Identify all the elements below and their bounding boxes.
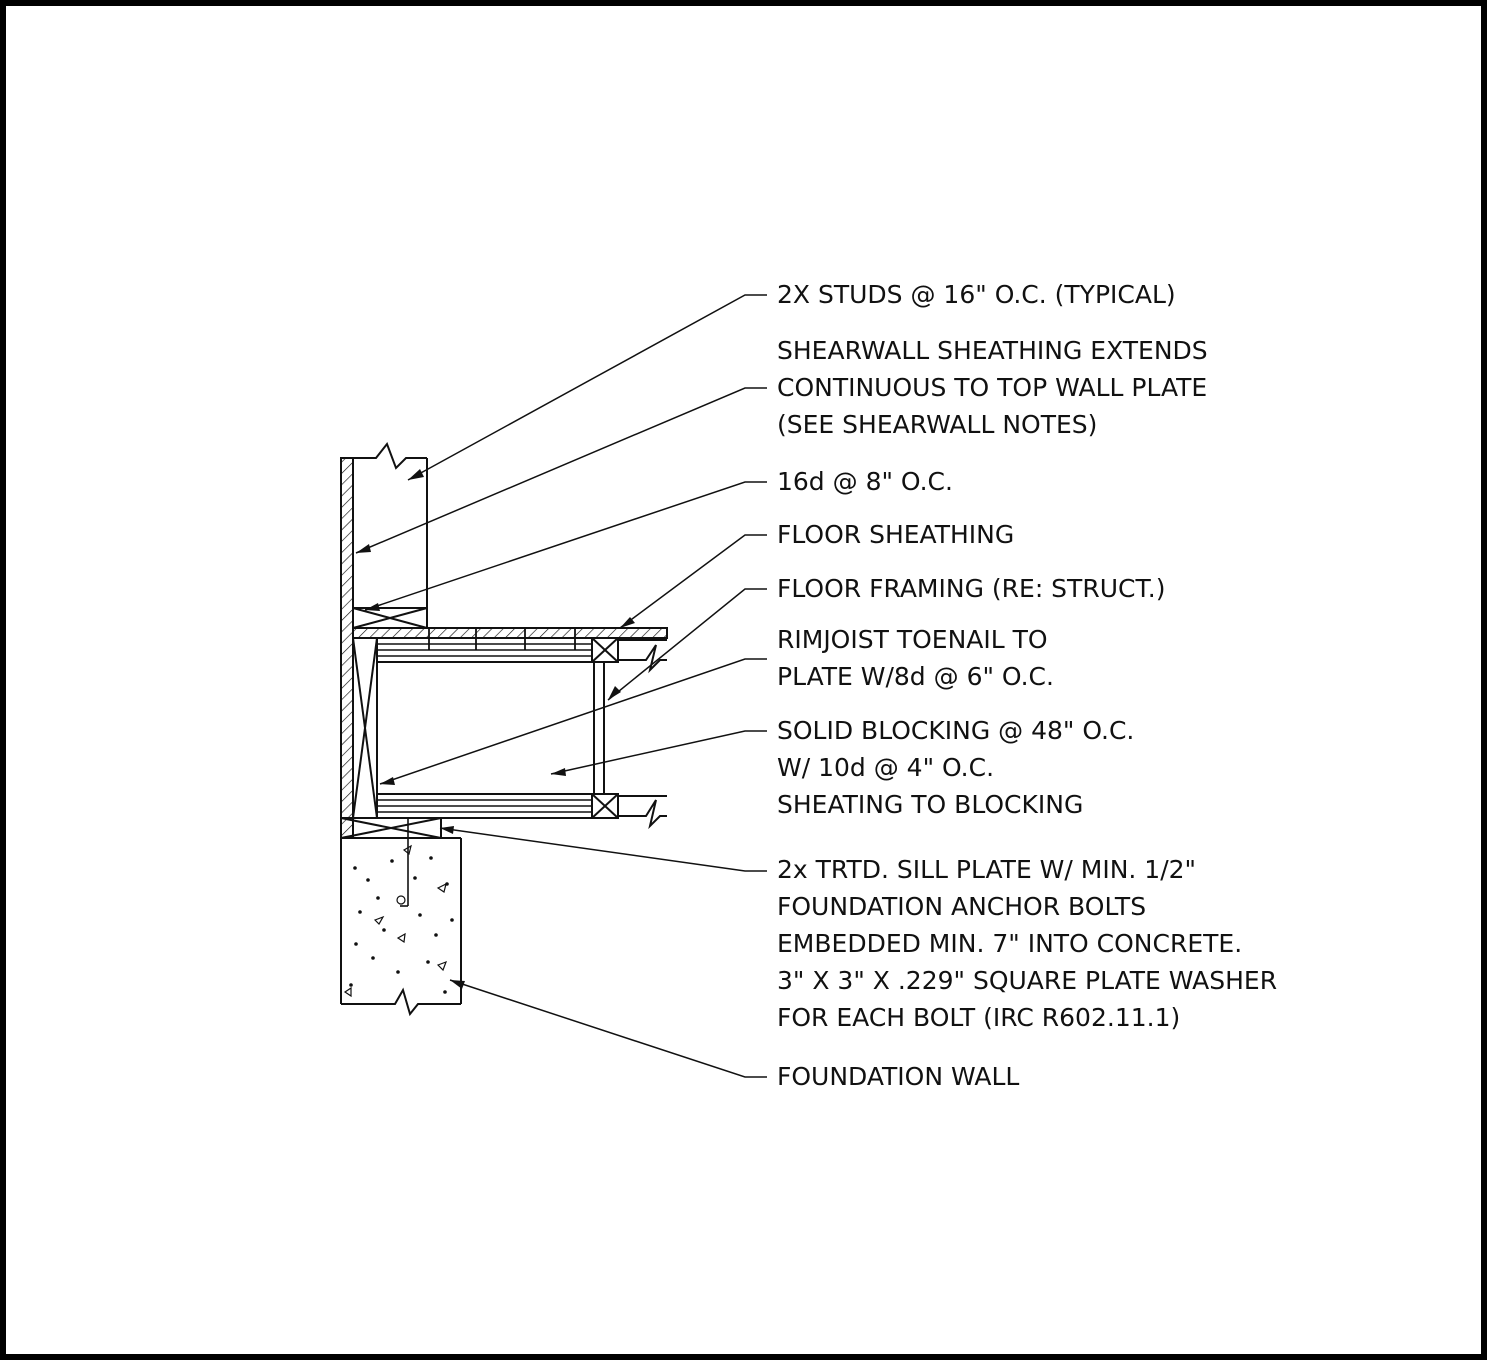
leader-rimjoist <box>379 658 767 785</box>
leader-floor-sheathing <box>619 534 767 629</box>
upper-break-line <box>353 441 427 470</box>
note-foundation-line: FOUNDATION WALL <box>777 1062 1020 1091</box>
leader-lines <box>355 294 767 1078</box>
note-shearwall: SHEARWALL SHEATHING EXTENDS CONTINUOUS T… <box>777 332 1208 443</box>
note-shearwall-line: (SEE SHEARWALL NOTES) <box>777 410 1098 439</box>
concrete-stipple <box>343 844 454 998</box>
note-sill-line: EMBEDDED MIN. 7" INTO CONCRETE. <box>777 929 1243 958</box>
floor-break-lines <box>618 639 667 830</box>
note-floor-framing: FLOOR FRAMING (RE: STRUCT.) <box>777 570 1165 607</box>
wall-bottom-plate <box>352 607 428 629</box>
leader-blocking <box>550 730 767 775</box>
note-sill-plate: 2x TRTD. SILL PLATE W/ MIN. 1/2" FOUNDAT… <box>777 851 1277 1036</box>
note-sill-line: 2x TRTD. SILL PLATE W/ MIN. 1/2" <box>777 855 1197 884</box>
note-sill-line: 3" X 3" X .229" SQUARE PLATE WASHER <box>777 966 1278 995</box>
leader-foundation <box>449 979 767 1078</box>
note-blocking-line: SOLID BLOCKING @ 48" O.C. <box>777 716 1135 745</box>
note-blocking-line: SHEATING TO BLOCKING <box>777 790 1084 819</box>
note-studs-line: 2X STUDS @ 16" O.C. (TYPICAL) <box>777 280 1176 309</box>
note-floor-sheathing-line: FLOOR SHEATHING <box>777 520 1015 549</box>
leader-floor-framing <box>607 588 767 701</box>
leader-sill <box>439 827 767 872</box>
joist-end-blocks <box>591 637 619 819</box>
wall-sheathing <box>340 457 354 839</box>
bottom-flange <box>376 793 593 819</box>
note-foundation-wall: FOUNDATION WALL <box>777 1058 1019 1095</box>
note-blocking: SOLID BLOCKING @ 48" O.C. W/ 10d @ 4" O.… <box>777 712 1134 823</box>
leader-arrowheads <box>356 469 635 989</box>
leader-16d <box>364 481 767 611</box>
rim-joist <box>352 637 378 819</box>
note-floor-sheathing: FLOOR SHEATHING <box>777 516 1014 553</box>
top-flange <box>376 637 593 663</box>
note-rimjoist-line: PLATE W/8d @ 6" O.C. <box>777 662 1054 691</box>
note-blocking-line: W/ 10d @ 4" O.C. <box>777 753 995 782</box>
note-16d-nails: 16d @ 8" O.C. <box>777 463 953 500</box>
foundation-break-line <box>341 987 461 1017</box>
note-sill-line: FOR EACH BOLT (IRC R602.11.1) <box>777 1003 1181 1032</box>
leader-studs <box>407 294 767 481</box>
note-shearwall-line: CONTINUOUS TO TOP WALL PLATE <box>777 373 1208 402</box>
floor-sheathing <box>352 627 668 639</box>
note-rimjoist: RIMJOIST TOENAIL TO PLATE W/8d @ 6" O.C. <box>777 621 1054 695</box>
note-sill-line: FOUNDATION ANCHOR BOLTS <box>777 892 1147 921</box>
anchor-bolt <box>400 818 409 907</box>
note-studs: 2X STUDS @ 16" O.C. (TYPICAL) <box>777 276 1176 313</box>
upper-stud <box>352 441 428 608</box>
sill-plate <box>340 817 442 839</box>
note-floor-framing-line: FLOOR FRAMING (RE: STRUCT.) <box>777 574 1166 603</box>
note-shearwall-line: SHEARWALL SHEATHING EXTENDS <box>777 336 1208 365</box>
note-rimjoist-line: RIMJOIST TOENAIL TO <box>777 625 1048 654</box>
joist-web <box>593 662 605 794</box>
foundation-wall <box>340 837 462 1017</box>
leader-shearwall <box>355 387 767 554</box>
note-16d-line: 16d @ 8" O.C. <box>777 467 953 496</box>
